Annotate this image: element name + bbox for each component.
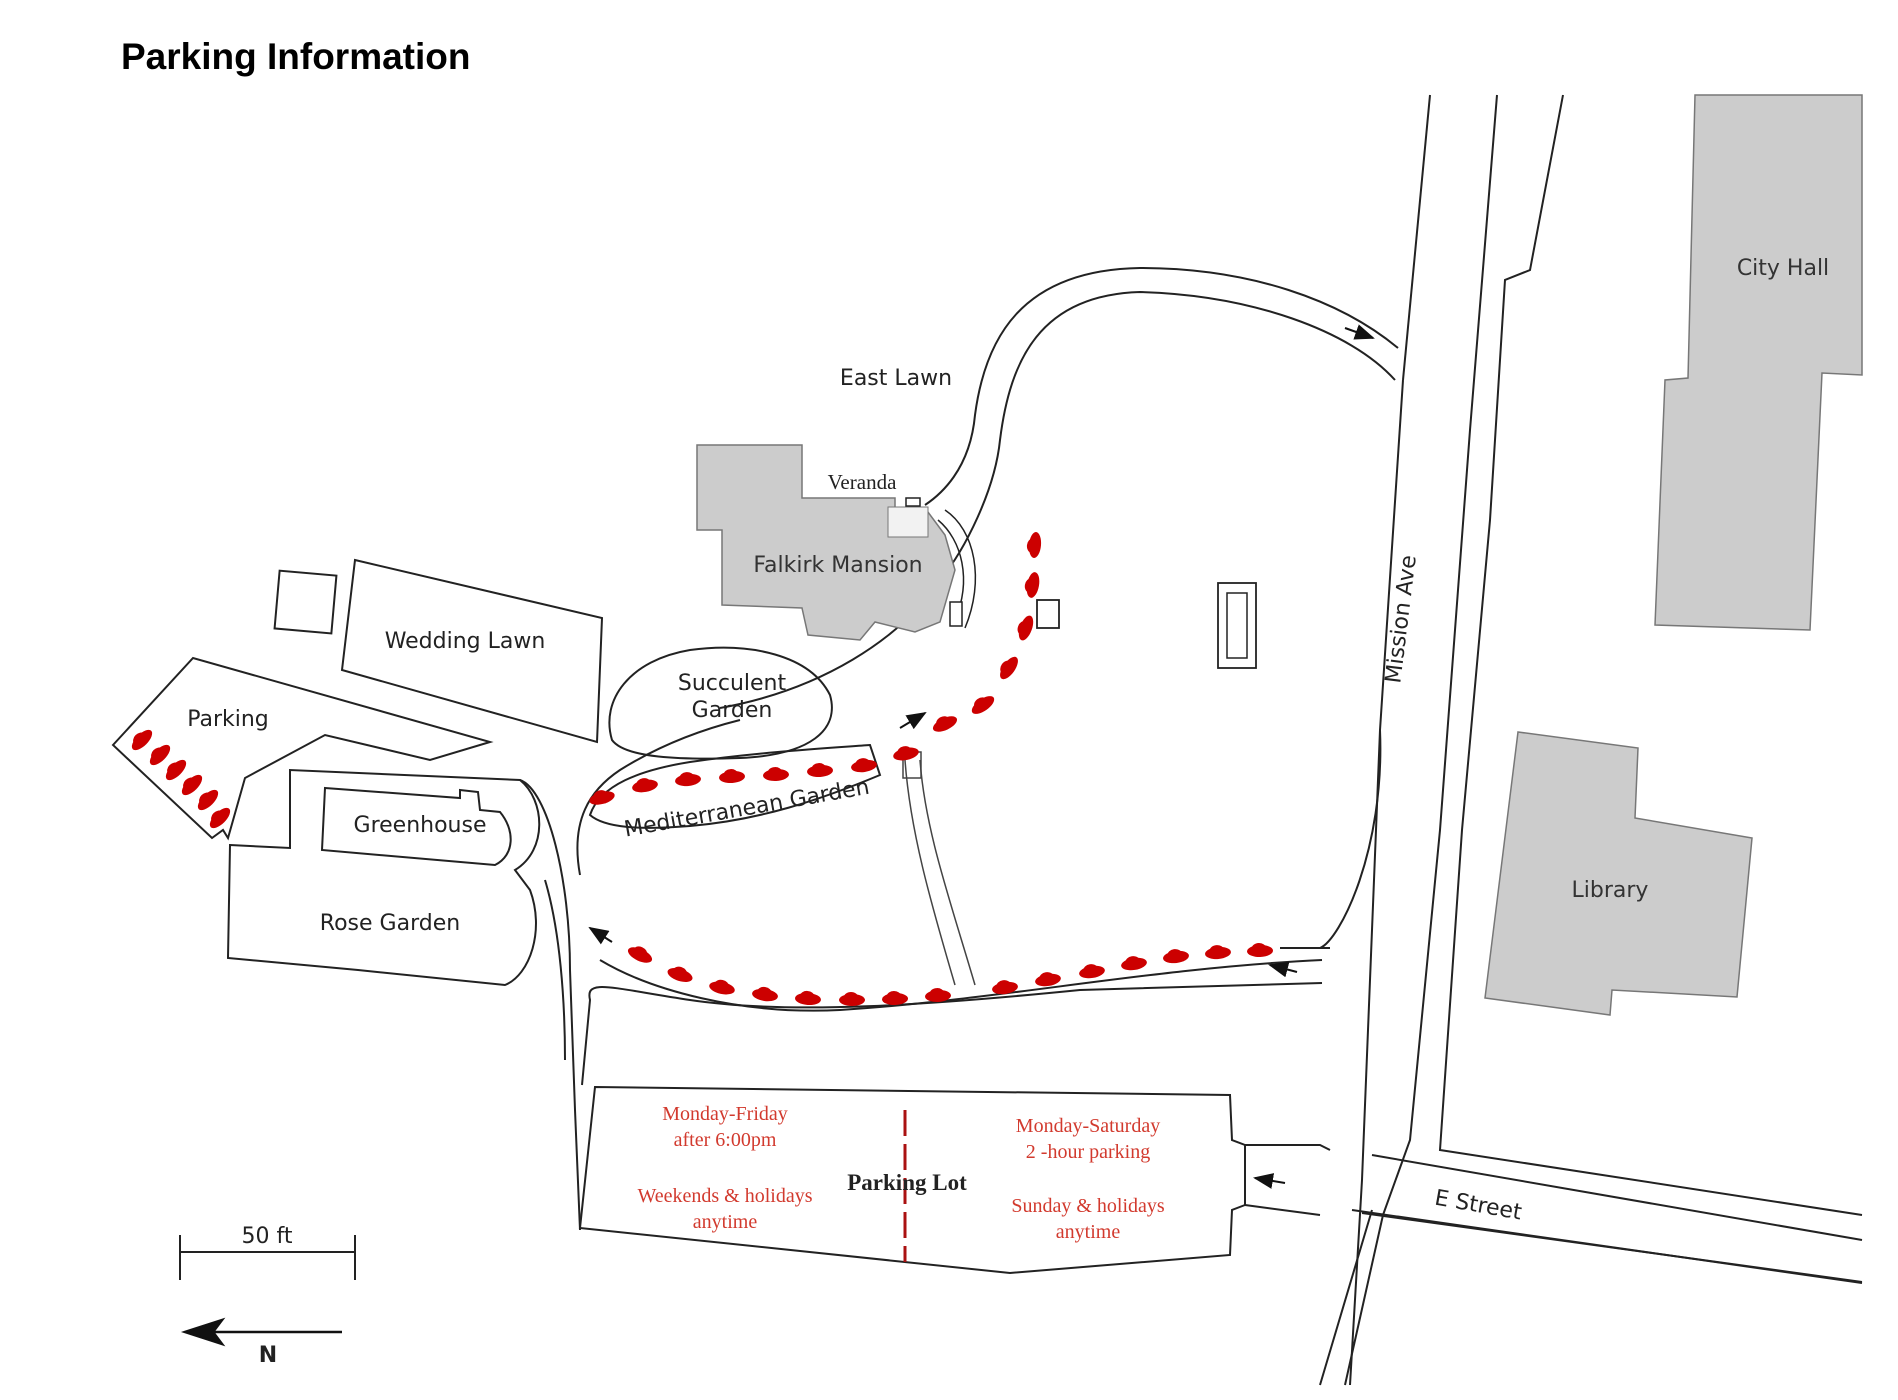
scale-bar [179, 1235, 356, 1280]
parking-cars-west [127, 725, 234, 832]
rule-two-hour-1: Monday-Saturday [1016, 1115, 1160, 1137]
greenhouse-label: Greenhouse [354, 813, 487, 838]
library-label: Library [1572, 878, 1649, 903]
mediterranean-garden-label: Mediterranean Garden [622, 775, 871, 843]
succulent-garden-label-1: Succulent [678, 671, 787, 696]
lot-entrance [1245, 1144, 1331, 1151]
west-drive-inner [544, 879, 566, 1061]
veranda-steps [905, 497, 921, 507]
scale-bar-label: 50 ft [242, 1224, 293, 1249]
parking-area [111, 656, 494, 841]
fountain-inner [1226, 592, 1248, 659]
mediterranean-garden-bed [588, 743, 882, 829]
succulent-garden-bed [608, 646, 833, 760]
library-building [1484, 731, 1753, 1016]
wedding-lawn-label: Wedding Lawn [385, 629, 546, 654]
rule-sunday-2: anytime [1056, 1221, 1121, 1243]
city-hall-label: City Hall [1737, 256, 1829, 281]
rule-weekends-1: Weekends & holidays [637, 1185, 812, 1207]
mansion-porch [944, 509, 977, 629]
falkirk-mansion-building [696, 444, 956, 641]
east-lawn-label: East Lawn [840, 366, 952, 391]
e-street-road [1319, 1154, 1863, 1386]
traffic-arrows [588, 324, 1375, 1189]
city-hall-building [1654, 94, 1863, 631]
mansion-steps [949, 601, 963, 627]
gate [1036, 599, 1060, 629]
e-street-label: E Street [1433, 1186, 1524, 1226]
rose-garden-area [226, 768, 541, 987]
wedding-lawn-area [340, 558, 604, 744]
fountain [1217, 582, 1257, 669]
rose-garden-label: Rose Garden [320, 911, 460, 936]
north-arrow [180, 1317, 342, 1347]
rule-two-hour-2: 2 -hour parking [1026, 1141, 1150, 1163]
falkirk-mansion-label: Falkirk Mansion [753, 553, 922, 578]
main-drive [576, 266, 1399, 1086]
succulent-garden-label-2: Garden [692, 698, 773, 723]
veranda-label: Veranda [828, 470, 897, 494]
veranda-area [887, 506, 929, 538]
mission-ave-road [1344, 94, 1498, 1386]
rule-sunday-1: Sunday & holidays [1011, 1195, 1165, 1217]
lot-exit [1244, 1204, 1321, 1216]
library-block-edge [1438, 94, 1863, 1216]
parking-lot-label: Parking Lot [847, 1170, 967, 1195]
footpath [902, 751, 976, 986]
rule-weekday-evening-2: after 6:00pm [674, 1129, 777, 1151]
greenhouse-area [320, 786, 512, 867]
parking-cars-south-drive [625, 942, 1274, 1006]
north-label: N [259, 1343, 277, 1368]
small-structure [273, 569, 338, 635]
rule-weekday-evening-1: Monday-Friday [662, 1103, 788, 1125]
page-title: Parking Information [121, 36, 471, 77]
west-drive [519, 779, 581, 1231]
rule-weekends-2: anytime [693, 1211, 758, 1233]
parking-area-label: Parking [187, 707, 269, 732]
parking-lot-area [578, 1085, 1246, 1275]
